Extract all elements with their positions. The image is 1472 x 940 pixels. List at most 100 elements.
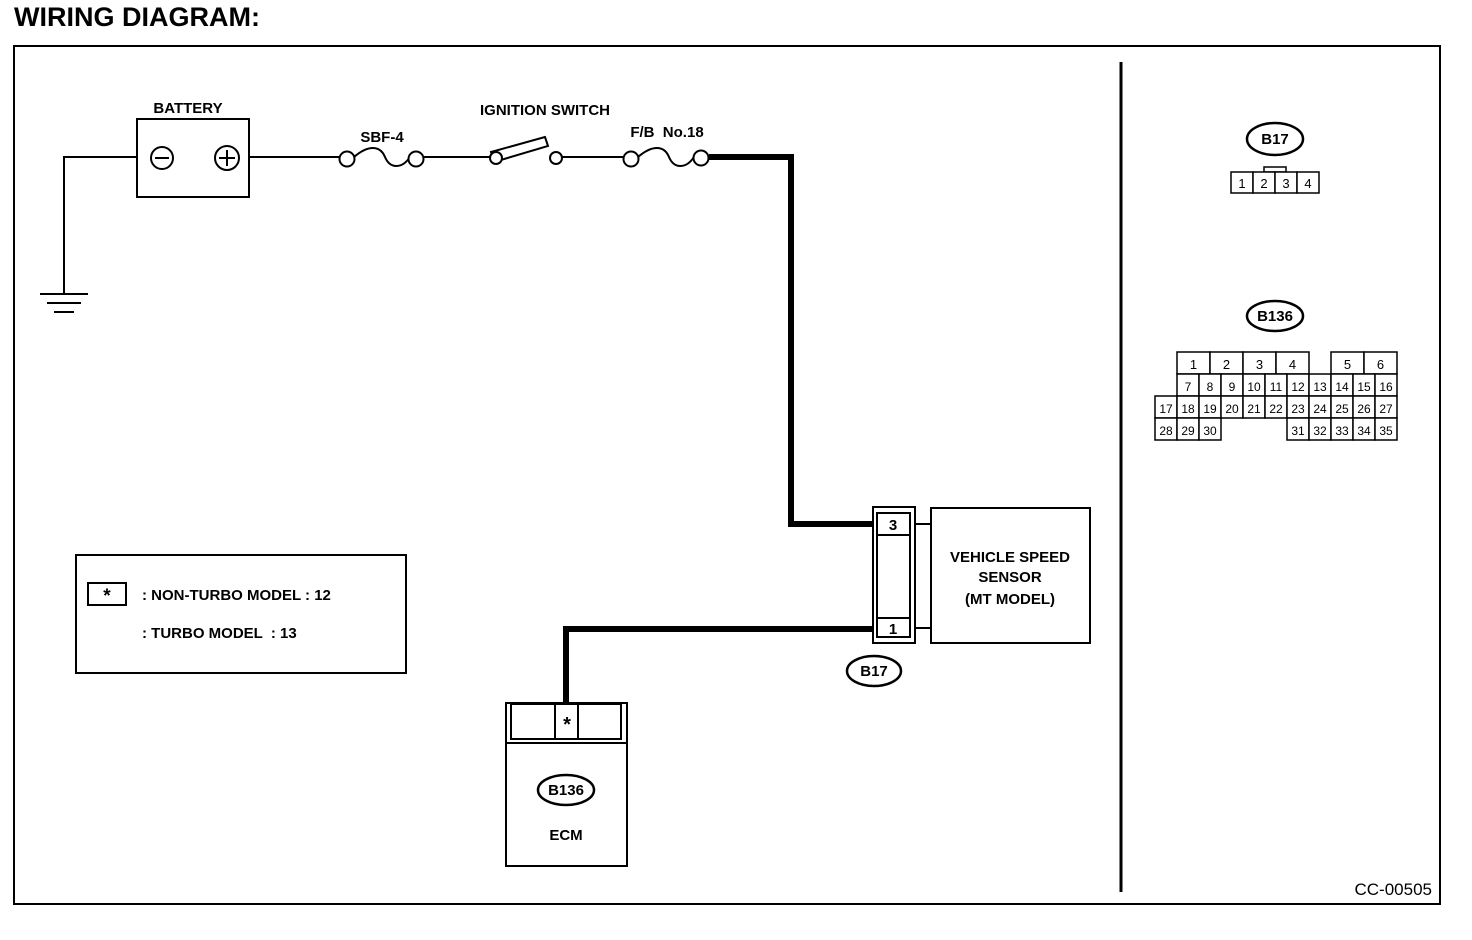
connector-pin: 26 xyxy=(1352,395,1376,419)
vehicle-speed-sensor: VEHICLE SPEED SENSOR (MT MODEL) xyxy=(930,507,1091,644)
diagram-frame xyxy=(13,45,1441,905)
connector-pin: 19 xyxy=(1198,395,1222,419)
connector-pin-label: 4 xyxy=(1304,176,1311,191)
connector-pin-label: 1 xyxy=(1190,357,1197,372)
ecm-connector-label: B136 xyxy=(548,782,584,799)
b17-badge-label: B17 xyxy=(1261,131,1289,148)
connector-pin-label: 33 xyxy=(1335,424,1349,438)
connector-pin: 24 xyxy=(1308,395,1332,419)
connector-pin: 10 xyxy=(1242,373,1266,397)
connector-pin: 3 xyxy=(1242,351,1277,375)
connector-pin: 16 xyxy=(1374,373,1398,397)
connector-pin: 13 xyxy=(1308,373,1332,397)
connector-pin: 1 xyxy=(1176,351,1211,375)
connector-pin: 8 xyxy=(1198,373,1222,397)
connector-pin-label: 7 xyxy=(1185,380,1192,394)
b136-badge-label: B136 xyxy=(1257,308,1293,325)
connector-pin-label: 20 xyxy=(1225,402,1239,416)
ecm: * B136 ECM xyxy=(505,702,628,867)
connector-pin: 32 xyxy=(1308,417,1332,441)
battery-label: BATTERY xyxy=(153,100,222,117)
fuse-sbf-4: SBF-4 xyxy=(338,129,425,168)
connector-pin: 20 xyxy=(1220,395,1244,419)
legend-symbol: * xyxy=(103,586,111,607)
connector-pin-label: 3 xyxy=(1282,176,1289,191)
connector-pin: 29 xyxy=(1176,417,1200,441)
vss-connector-label: B17 xyxy=(860,663,888,680)
connector-pin: 34 xyxy=(1352,417,1376,441)
connector-pin-label: 14 xyxy=(1335,380,1349,394)
connector-pin: 28 xyxy=(1154,417,1178,441)
connector-pin-label: 13 xyxy=(1313,380,1327,394)
wire-fuse-to-vss xyxy=(709,154,875,527)
connector-pin: 22 xyxy=(1264,395,1288,419)
vss-label-line2: SENSOR xyxy=(978,569,1042,586)
connector-pin-label: 4 xyxy=(1289,357,1296,372)
connector-pin: 17 xyxy=(1154,395,1178,419)
b17-badge xyxy=(1245,121,1305,157)
connector-pin-label: 11 xyxy=(1270,380,1283,394)
connector-pin-label: 31 xyxy=(1291,424,1305,438)
connector-pin-label: 30 xyxy=(1203,424,1217,438)
connector-pin: 4 xyxy=(1296,171,1320,194)
legend: * : NON-TURBO MODEL : 12 : TURBO MODEL :… xyxy=(75,554,407,674)
connector-pin-label: 12 xyxy=(1291,380,1305,394)
sbf-label: SBF-4 xyxy=(360,129,404,146)
ignition-label: IGNITION SWITCH xyxy=(480,102,610,119)
connector-pin: 5 xyxy=(1330,351,1365,375)
connector-pin: 25 xyxy=(1330,395,1354,419)
connector-pin: 33 xyxy=(1330,417,1354,441)
vss-label-line3: (MT MODEL) xyxy=(965,591,1055,608)
legend-row-turbo: : TURBO MODEL : 13 xyxy=(142,625,297,642)
connector-pin-label: 19 xyxy=(1203,402,1217,416)
ignition-switch: IGNITION SWITCH xyxy=(480,102,610,165)
connector-pin: 15 xyxy=(1352,373,1376,397)
connector-pin: 7 xyxy=(1176,373,1200,397)
vss-label-line1: VEHICLE SPEED xyxy=(950,549,1070,566)
diagram-code: CC-00505 xyxy=(1355,880,1433,899)
connector-pin-label: 16 xyxy=(1379,380,1393,394)
connector-pin-label: 3 xyxy=(1256,357,1263,372)
connector-pin-label: 28 xyxy=(1159,424,1173,438)
connector-pin: 21 xyxy=(1242,395,1266,419)
connector-pin: 23 xyxy=(1286,395,1310,419)
connector-pin-label: 2 xyxy=(1260,176,1267,191)
legend-symbol-box xyxy=(87,582,127,606)
ground-symbol xyxy=(40,156,140,313)
connector-pin-label: 35 xyxy=(1379,424,1393,438)
connector-pin-label: 22 xyxy=(1269,402,1283,416)
connector-pin-label: 1 xyxy=(1238,176,1245,191)
vss-pin-3: 3 xyxy=(889,517,897,534)
connector-pin: 1 xyxy=(1230,171,1254,194)
connector-pin-label: 2 xyxy=(1223,357,1230,372)
connector-pin: 3 xyxy=(1274,171,1298,194)
vss-pin-1: 1 xyxy=(889,621,897,638)
connector-pin-label: 24 xyxy=(1313,402,1327,416)
connector-pin: 6 xyxy=(1363,351,1398,375)
vss-connector: 3 1 B17 xyxy=(845,506,931,688)
b136-badge xyxy=(1245,299,1305,333)
connector-pin: 12 xyxy=(1286,373,1310,397)
connector-pin-label: 29 xyxy=(1181,424,1195,438)
connector-pin: 2 xyxy=(1252,171,1276,194)
connector-pin-label: 6 xyxy=(1377,357,1384,372)
battery: BATTERY xyxy=(136,100,250,198)
connector-pin-label: 5 xyxy=(1344,357,1351,372)
fuse-fb-no18: F/B No.18 xyxy=(622,124,710,168)
connector-pin-label: 21 xyxy=(1247,402,1261,416)
connector-pin: 2 xyxy=(1209,351,1244,375)
connector-pin-label: 8 xyxy=(1207,380,1214,394)
connector-pin-label: 15 xyxy=(1357,380,1371,394)
page-title: WIRING DIAGRAM: xyxy=(14,2,260,32)
legend-row-non-turbo: : NON-TURBO MODEL : 12 xyxy=(142,587,331,604)
ecm-label: ECM xyxy=(549,827,582,844)
connector-pin-label: 23 xyxy=(1291,402,1305,416)
connector-pin: 14 xyxy=(1330,373,1354,397)
connector-pin-label: 10 xyxy=(1247,380,1261,394)
connector-pin-label: 25 xyxy=(1335,402,1349,416)
connector-pin-label: 18 xyxy=(1181,402,1195,416)
connector-pin: 31 xyxy=(1286,417,1310,441)
